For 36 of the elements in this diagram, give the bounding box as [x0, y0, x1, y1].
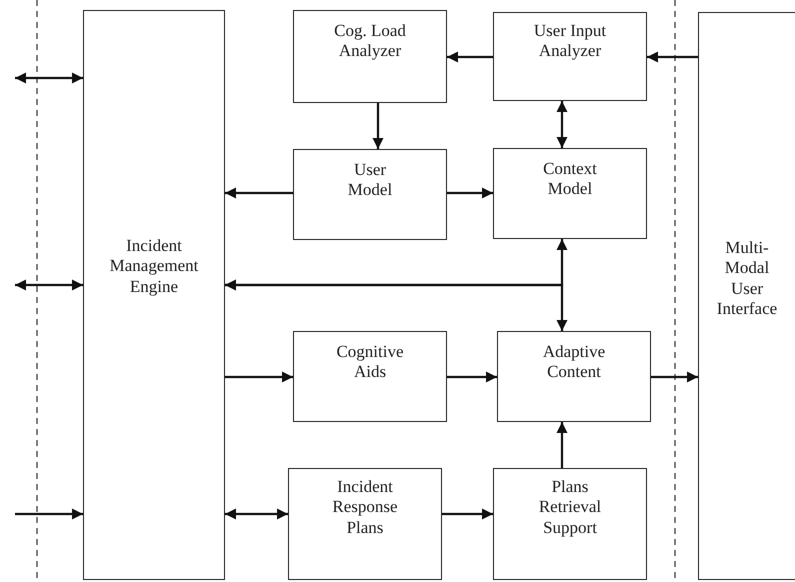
arrow	[556, 422, 568, 468]
process-box	[497, 331, 651, 422]
node-label: Incident Management Engine	[108, 236, 200, 298]
node-label: Cog. Load Analyzer	[333, 21, 407, 62]
node-label: Incident Response Plans	[331, 477, 399, 538]
process-box	[493, 468, 647, 580]
node-label: Plans Retrieval Support	[538, 477, 602, 538]
node-label: User Model	[346, 160, 394, 201]
node-label: Context Model	[542, 159, 598, 200]
process-box	[493, 148, 647, 239]
arrow	[372, 103, 384, 149]
node-label: User Input Analyzer	[532, 21, 608, 62]
arrow	[442, 508, 493, 520]
process-box	[293, 149, 447, 240]
arrow	[225, 280, 568, 331]
arrow	[225, 372, 293, 382]
process-box	[83, 10, 225, 580]
node-label: Multi-Modal User Interface	[716, 238, 778, 320]
node-label: Cognitive Aids	[335, 342, 405, 383]
arrow	[556, 101, 568, 148]
arrow	[15, 72, 83, 84]
arrow	[447, 188, 493, 198]
process-box	[293, 331, 447, 422]
process-box	[698, 12, 795, 580]
arrow	[647, 52, 698, 62]
process-box	[493, 12, 647, 101]
arrow	[447, 52, 493, 62]
arrow	[225, 508, 288, 520]
arrow	[15, 280, 83, 290]
process-box	[293, 10, 447, 103]
arrow	[447, 372, 497, 382]
arrow	[651, 372, 698, 382]
arrow	[225, 188, 293, 198]
node-label: Adaptive Content	[542, 342, 606, 383]
process-box	[288, 468, 442, 580]
arrow	[15, 508, 83, 520]
